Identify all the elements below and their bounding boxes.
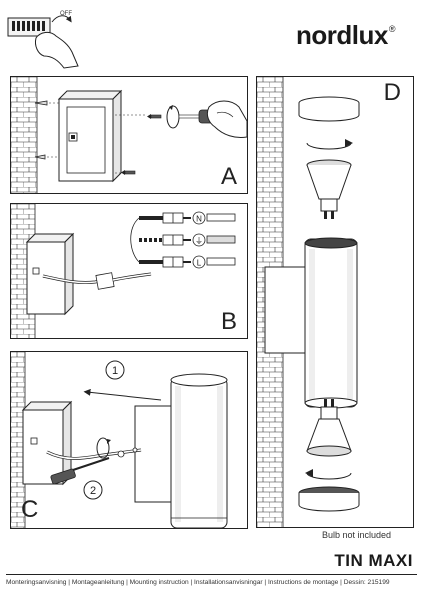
registered-mark: ® xyxy=(388,24,396,34)
panel-d-letter: D xyxy=(383,79,401,106)
panel-a: A xyxy=(10,76,248,194)
brand-logo: nordlux® xyxy=(296,20,395,51)
off-label: OFF xyxy=(60,11,72,17)
terminal-ground-label: ⏚ xyxy=(195,237,203,246)
footer-text: Monteringsanvisning | Montageanleitung |… xyxy=(6,579,390,586)
panel-c-letter: C xyxy=(21,496,39,523)
bulb-note: Bulb not included xyxy=(322,530,392,540)
product-name: TIN MAXI xyxy=(334,551,413,570)
panel-c: 1 2 C xyxy=(10,351,248,529)
panel-b: N ⏚ L B xyxy=(10,203,248,339)
step-1-number: 1 xyxy=(112,365,118,377)
brand-name: nordlux xyxy=(296,20,388,50)
step-2-number: 2 xyxy=(90,485,96,497)
panel-a-illustration xyxy=(11,77,247,193)
footer-divider xyxy=(6,574,417,575)
panel-d-illustration xyxy=(257,77,360,527)
terminal-l-label: L xyxy=(197,259,202,268)
panel-c-illustration: 1 2 xyxy=(11,352,228,528)
terminal-n-label: N xyxy=(196,215,202,224)
panel-d: D xyxy=(256,76,414,528)
power-switch-illustration xyxy=(7,15,79,69)
panel-b-illustration: N ⏚ L xyxy=(11,204,236,338)
panel-b-letter: B xyxy=(220,308,237,335)
panel-a-letter: A xyxy=(220,163,237,190)
